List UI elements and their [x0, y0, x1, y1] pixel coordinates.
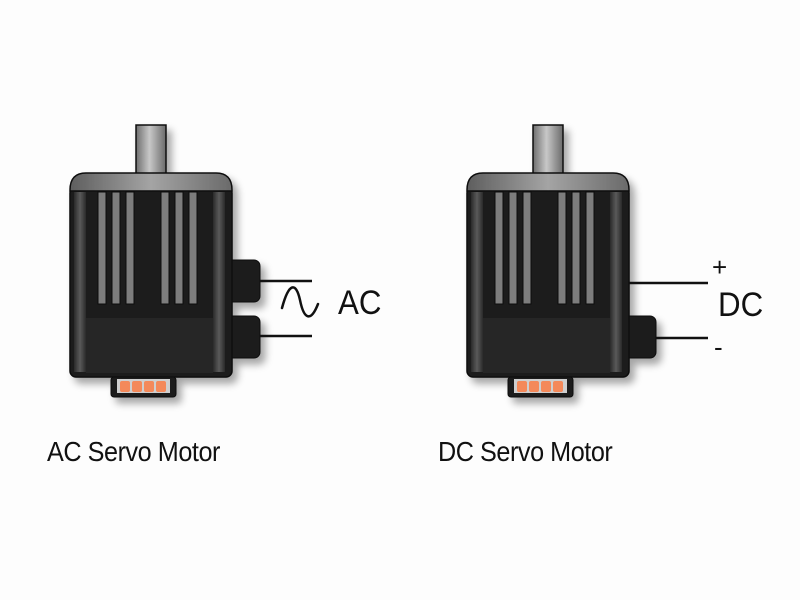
- dc-motor-caption: DC Servo Motor: [438, 436, 613, 467]
- ac-encoder-connector: [110, 376, 177, 398]
- ac-servo-motor: [69, 124, 261, 398]
- ac-supply-label: AC: [338, 284, 382, 322]
- dc-body-highlight-left: [471, 192, 483, 372]
- dc-minus-label: -: [714, 332, 723, 362]
- dc-supply-label: DC: [718, 286, 764, 324]
- dc-servo-motor: [466, 124, 657, 398]
- ac-motor-flange: [69, 172, 233, 192]
- dc-body-highlight-right: [610, 192, 622, 372]
- ac-body-highlight-right: [213, 192, 225, 372]
- ac-motor-caption: AC Servo Motor: [47, 436, 220, 467]
- dc-plus-label: +: [712, 252, 728, 282]
- sine-wave-icon: [280, 286, 320, 318]
- dc-cooling-fins: [494, 191, 595, 305]
- ac-body-highlight-left: [74, 192, 86, 372]
- dc-body-lower-panel: [483, 318, 610, 373]
- dc-encoder-connector: [507, 376, 574, 398]
- ac-motor-shaft: [135, 124, 167, 176]
- dc-motor-flange: [466, 172, 630, 192]
- dc-motor-shaft: [532, 124, 564, 176]
- ac-body-lower-panel: [86, 318, 213, 373]
- ac-cooling-fins: [97, 191, 198, 305]
